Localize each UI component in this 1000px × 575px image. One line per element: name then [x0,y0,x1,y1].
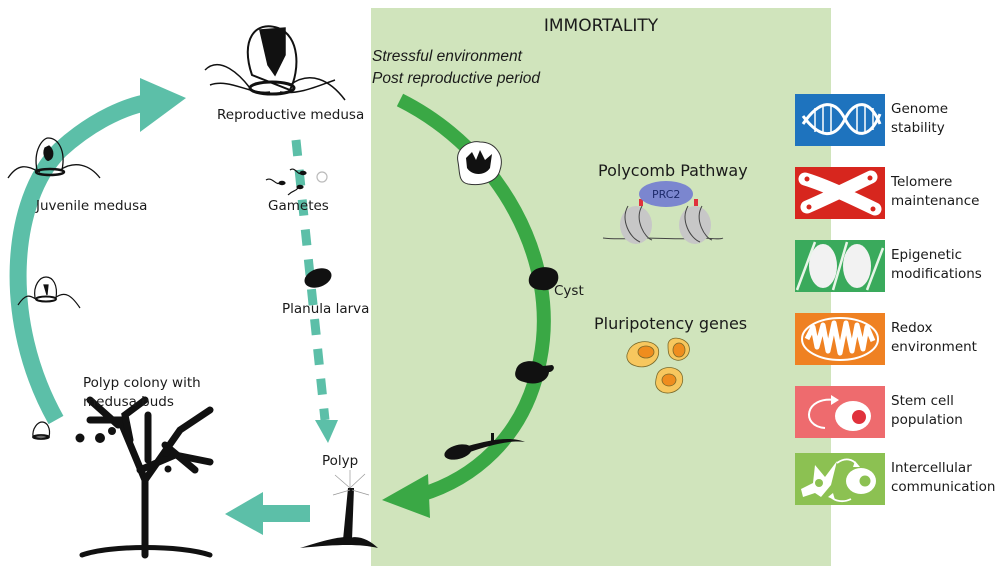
label-pluripotency-genes: Pluripotency genes [594,314,748,333]
planula-larva-icon [304,268,332,288]
trigger-line-1: Stressful environment [372,48,522,65]
juvenile-medusa-icon [7,137,101,179]
prc2-complex [639,181,693,207]
reproductive-medusa-icon [204,25,346,101]
pillar-line2: population [891,412,963,428]
pillar-genome-stability: Genome stability [795,94,1000,146]
label-polyp-colony: Polyp colony with [83,375,201,391]
panel-title: IMMORTALITY [543,16,659,36]
teal-dashed-arrow-head [315,420,338,443]
cyst-icon [528,267,559,291]
pillar-line2: communication [891,479,996,495]
cyst-stage-2-icon [515,361,554,384]
nucleosome-2 [679,206,711,244]
medusa-buds [75,427,172,473]
nucleosome-1 [620,206,652,244]
green-arrow-head [382,474,430,518]
pillar-epigenetic-modifications: Epigenetic modifications [795,240,1000,292]
cell-communication-icon [795,453,885,505]
pillar-line2: stability [891,120,945,136]
medusa-bud-icon [32,421,51,440]
teal-arrow-head [140,78,186,132]
chromosome-icon [795,167,885,219]
mitochondrion-icon [795,313,885,365]
label-cyst: Cyst [554,283,584,299]
pillar-line1: Telomere [891,174,953,190]
stem-cell-icon [795,386,885,438]
label-gametes: Gametes [268,198,329,214]
label-reproductive-medusa: Reproductive medusa [217,107,365,123]
pillar-line2: environment [891,339,977,355]
teal-left-arrow-body [262,505,310,522]
label-polycomb-pathway: Polycomb Pathway [598,161,748,180]
nucleosome-icon [795,240,885,292]
pillar-line1: Redox [891,320,933,336]
label-planula-larva: Planula larva [282,301,370,317]
label-polyp-colony-line2: medusa buds [83,394,174,410]
gametes-icon [265,168,328,196]
degenerating-medusa-icon [457,141,502,186]
label-juvenile-medusa: Juvenile medusa [36,198,148,214]
label-prc2: PRC2 [652,188,681,201]
polyp-colony-icon [79,396,214,559]
pillar-intercellular-communication: Intercellular communication [795,453,1000,505]
pillar-line1: Epigenetic [891,247,963,263]
small-medusa-icon [17,276,81,309]
teal-left-arrow-head [225,492,263,535]
pillar-line1: Stem cell [891,393,954,409]
dna-icon [795,94,885,146]
pillar-redox-environment: Redox environment [795,313,1000,365]
trigger-line-2: Post reproductive period [372,70,541,87]
immortality-panel [371,8,831,566]
polyp-icon [300,470,378,548]
pillar-line1: Intercellular [891,460,972,476]
pillar-telomere-maintenance: Telomere maintenance [795,167,1000,219]
stolon-stage-icon [444,433,525,460]
pillar-line1: Genome [891,101,949,117]
pillar-stem-cell-population: Stem cell population [795,386,1000,438]
pillar-line2: modifications [891,266,982,282]
pluripotent-cells [626,337,690,394]
label-polyp: Polyp [322,453,359,469]
polycomb-diagram [602,181,724,244]
pillar-line2: maintenance [891,193,980,209]
